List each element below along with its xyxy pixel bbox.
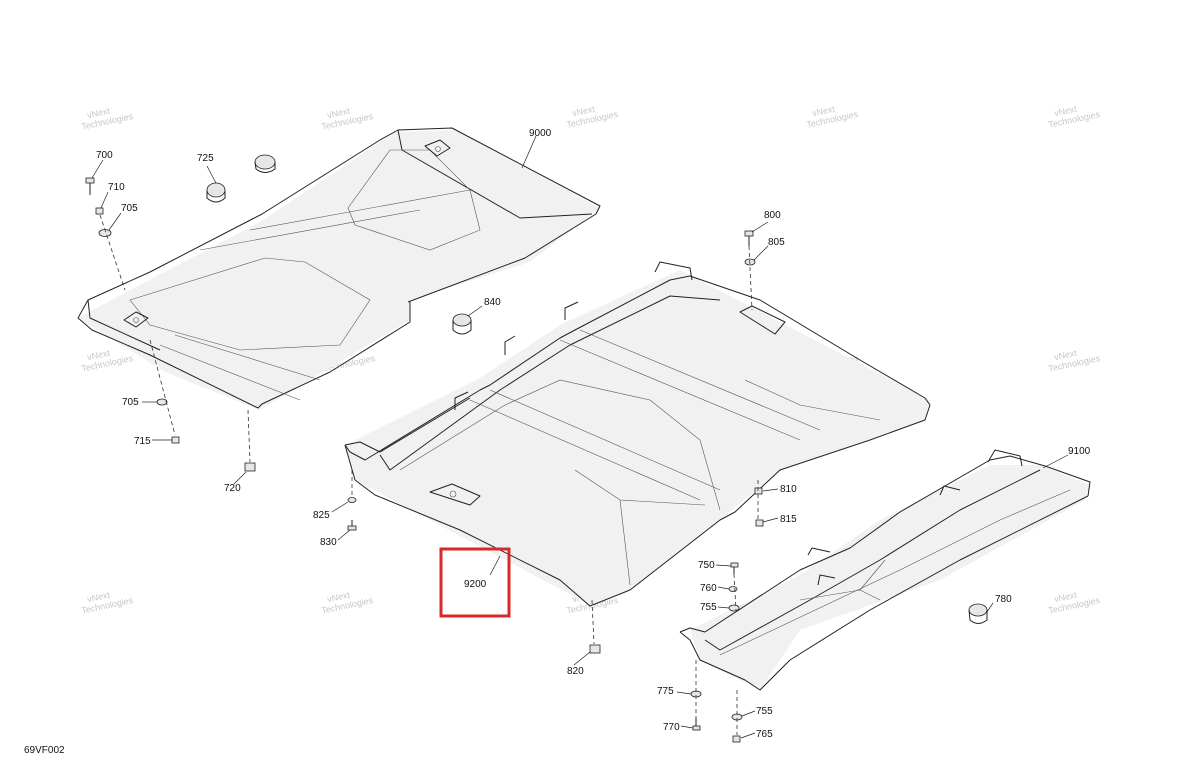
screw-770[interactable]	[692, 718, 701, 731]
highlight-box-9200[interactable]	[439, 547, 511, 618]
label-710[interactable]: 710	[108, 182, 125, 193]
watermark-line1: vNext	[1053, 348, 1078, 363]
diagram-code: 69VF002	[24, 745, 65, 756]
label-820[interactable]: 820	[567, 666, 584, 677]
label-780[interactable]: 780	[995, 594, 1012, 605]
label-715[interactable]: 715	[134, 436, 151, 447]
label-800[interactable]: 800	[764, 210, 781, 221]
label-815[interactable]: 815	[780, 514, 797, 525]
watermark: vNext Technologies	[805, 104, 859, 130]
label-830[interactable]: 830	[320, 537, 337, 548]
label-825[interactable]: 825	[313, 510, 330, 521]
clip-720[interactable]	[244, 462, 256, 472]
label-765[interactable]: 765	[756, 729, 773, 740]
washer-755-a[interactable]	[728, 604, 740, 612]
washer-705-b[interactable]	[156, 398, 168, 406]
nut-815[interactable]	[755, 519, 764, 527]
skid-plate-9200[interactable]	[344, 261, 931, 607]
clamp-725-b[interactable]	[254, 154, 276, 173]
label-805[interactable]: 805	[768, 237, 785, 248]
nut-810[interactable]	[754, 487, 763, 495]
clamp-840[interactable]	[452, 313, 472, 335]
nut-710[interactable]	[95, 207, 104, 215]
label-700[interactable]: 700	[96, 150, 113, 161]
label-725[interactable]: 725	[197, 153, 214, 164]
watermark: vNext Technologies	[80, 106, 134, 132]
label-705-b[interactable]: 705	[122, 397, 139, 408]
watermark: vNext Technologies	[320, 106, 374, 132]
watermark: vNext Technologies	[1047, 104, 1101, 130]
label-9100[interactable]: 9100	[1068, 446, 1091, 457]
label-9200[interactable]: 9200	[464, 579, 487, 590]
label-750[interactable]: 750	[698, 560, 715, 571]
label-760[interactable]: 760	[700, 583, 717, 594]
watermark: vNext Technologies	[1047, 590, 1101, 616]
label-755-a[interactable]: 755	[700, 602, 717, 613]
watermark-line1: vNext	[1053, 104, 1078, 119]
watermark-line1: vNext	[86, 106, 111, 121]
clip-820[interactable]	[589, 644, 601, 654]
watermark-line1: vNext	[86, 348, 111, 363]
skid-plate-9000[interactable]	[77, 127, 601, 410]
watermark: vNext Technologies	[1047, 348, 1101, 374]
screw-750[interactable]	[730, 562, 739, 574]
watermark: vNext Technologies	[320, 590, 374, 616]
label-810[interactable]: 810	[780, 484, 797, 495]
label-705-a[interactable]: 705	[121, 203, 138, 214]
skid-plate-9100[interactable]	[679, 449, 1091, 691]
label-755-b[interactable]: 755	[756, 706, 773, 717]
label-9000[interactable]: 9000	[529, 128, 552, 139]
screw-800[interactable]	[744, 230, 754, 246]
watermark-line1: vNext	[1053, 590, 1078, 605]
washer-760[interactable]	[728, 586, 738, 592]
leader-lines	[91, 135, 1069, 739]
screw-700[interactable]	[85, 177, 95, 195]
watermark-line1: vNext	[811, 104, 836, 119]
clamp-725-a[interactable]	[206, 182, 226, 203]
washer-825[interactable]	[347, 497, 357, 503]
label-720[interactable]: 720	[224, 483, 241, 494]
label-770[interactable]: 770	[663, 722, 680, 733]
watermark: vNext Technologies	[80, 590, 134, 616]
watermark-line1: vNext	[86, 590, 111, 605]
nut-765[interactable]	[732, 735, 741, 743]
label-775[interactable]: 775	[657, 686, 674, 697]
watermark: vNext Technologies	[565, 104, 619, 130]
watermark-line1: vNext	[571, 104, 596, 119]
watermark-line1: vNext	[326, 106, 351, 121]
label-840[interactable]: 840	[484, 297, 501, 308]
nut-715[interactable]	[171, 436, 180, 444]
part-labels: 700 710 705 725 9000 800 805 840 705 715…	[96, 128, 1091, 740]
assembly-lines	[99, 214, 759, 735]
watermark-line1: vNext	[326, 590, 351, 605]
screw-830[interactable]	[347, 520, 357, 531]
hardware	[85, 154, 988, 743]
clamp-780[interactable]	[968, 603, 988, 624]
